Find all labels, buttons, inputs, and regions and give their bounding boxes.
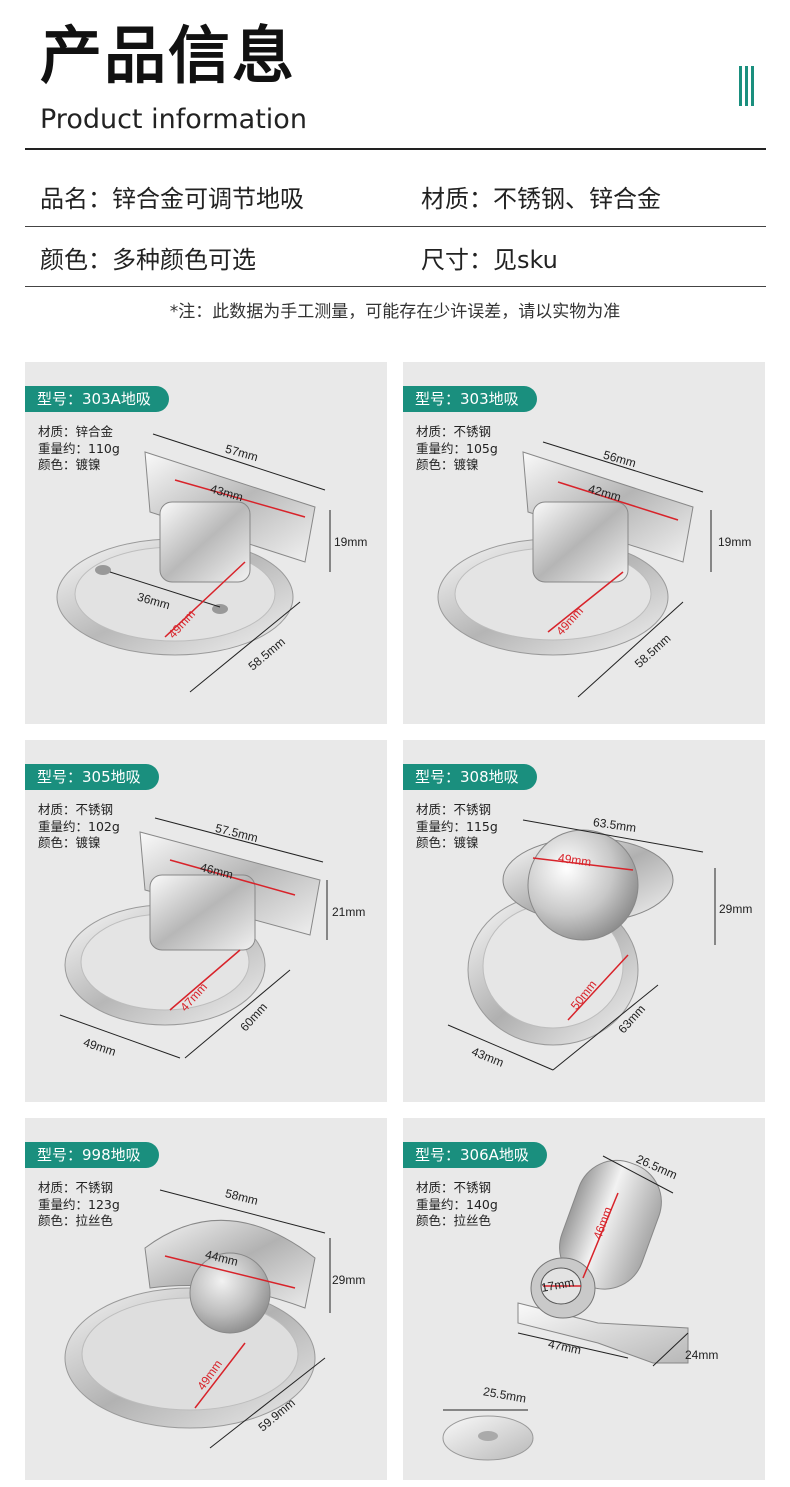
- spec-weight: 重量约：110g: [38, 440, 120, 456]
- spec-material: 材质：不锈钢: [416, 802, 492, 817]
- spec-list: 材质：锌合金 重量约：110g 颜色：镀镍: [38, 424, 120, 474]
- model-tag: 型号：998地吸: [25, 1142, 159, 1168]
- measurement-note: *注：此数据为手工测量，可能存在少许误差，请以实物为准: [169, 302, 621, 322]
- spec-weight: 重量约：140g: [416, 1196, 498, 1212]
- dimension-label: 19mm: [718, 535, 752, 549]
- product-image: [59, 817, 328, 1059]
- product-image: [64, 1189, 331, 1449]
- product-image: [56, 433, 331, 693]
- spec-weight: 重量约：115g: [416, 818, 498, 834]
- spec-material: 材质：不锈钢: [416, 1180, 492, 1195]
- spec-weight: 重量约：105g: [416, 440, 498, 456]
- spec-material: 材质：不锈钢: [416, 424, 492, 439]
- spec-color: 颜色：镀镍: [416, 457, 479, 472]
- model-tag: 型号：303A地吸: [25, 386, 169, 412]
- page-subtitle: Product information: [40, 104, 307, 135]
- dimension-label: 24mm: [685, 1348, 719, 1362]
- product-size: 尺寸：见sku: [421, 246, 558, 274]
- spec-list: 材质：不锈钢 重量约：123g 颜色：拉丝色: [38, 1180, 120, 1230]
- product-color: 颜色：多种颜色可选: [40, 246, 256, 274]
- page-title: 产品信息: [40, 19, 297, 92]
- spec-material: 材质：不锈钢: [38, 1180, 114, 1195]
- spec-weight: 重量约：102g: [38, 818, 120, 834]
- divider: [25, 286, 766, 287]
- spec-color: 颜色：镀镍: [38, 457, 101, 472]
- spec-color: 颜色：拉丝色: [38, 1213, 114, 1228]
- dimension-label: 19mm: [334, 535, 368, 549]
- spec-color: 颜色：镀镍: [38, 835, 101, 850]
- model-tag: 型号：305地吸: [25, 764, 159, 790]
- spec-list: 材质：不锈钢 重量约：140g 颜色：拉丝色: [416, 1180, 498, 1230]
- model-tag: 型号：306A地吸: [403, 1142, 547, 1168]
- dimension-label: 29mm: [719, 902, 753, 916]
- product-image: [447, 819, 716, 1071]
- spec-weight: 重量约：123g: [38, 1196, 120, 1212]
- divider: [25, 148, 766, 150]
- product-card-306a: 型号：306A地吸 材质：不锈钢 重量约：140g 颜色：拉丝色 26.5mm …: [403, 1118, 765, 1480]
- product-name: 品名：锌合金可调节地吸: [40, 185, 304, 213]
- model-tag: 型号：308地吸: [403, 764, 537, 790]
- decorative-lines-icon: [739, 66, 755, 106]
- divider: [25, 226, 766, 227]
- product-card-308: 型号：308地吸 材质：不锈钢 重量约：115g 颜色：镀镍 63.5mm 49…: [403, 740, 765, 1102]
- product-material: 材质：不锈钢、锌合金: [421, 185, 661, 213]
- product-card-303: 型号：303地吸 材质：不锈钢 重量约：105g 颜色：镀镍 56mm 42mm…: [403, 362, 765, 724]
- product-card-303a: 型号：303A地吸 材质：锌合金 重量约：110g 颜色：镀镍 57mm 43m…: [25, 362, 387, 724]
- product-image: [442, 1155, 689, 1461]
- product-card-305: 型号：305地吸 材质：不锈钢 重量约：102g 颜色：镀镍 57.5mm 46…: [25, 740, 387, 1102]
- model-tag: 型号：303地吸: [403, 386, 537, 412]
- spec-color: 颜色：镀镍: [416, 835, 479, 850]
- product-image: [437, 441, 712, 698]
- dimension-label: 29mm: [332, 1273, 366, 1287]
- spec-list: 材质：不锈钢 重量约：105g 颜色：镀镍: [416, 424, 498, 474]
- dimension-label: 21mm: [332, 905, 366, 919]
- spec-list: 材质：不锈钢 重量约：115g 颜色：镀镍: [416, 802, 498, 852]
- spec-material: 材质：锌合金: [38, 424, 114, 439]
- spec-list: 材质：不锈钢 重量约：102g 颜色：镀镍: [38, 802, 120, 852]
- spec-color: 颜色：拉丝色: [416, 1213, 492, 1228]
- product-card-998: 型号：998地吸 材质：不锈钢 重量约：123g 颜色：拉丝色 58mm 44m…: [25, 1118, 387, 1480]
- spec-material: 材质：不锈钢: [38, 802, 114, 817]
